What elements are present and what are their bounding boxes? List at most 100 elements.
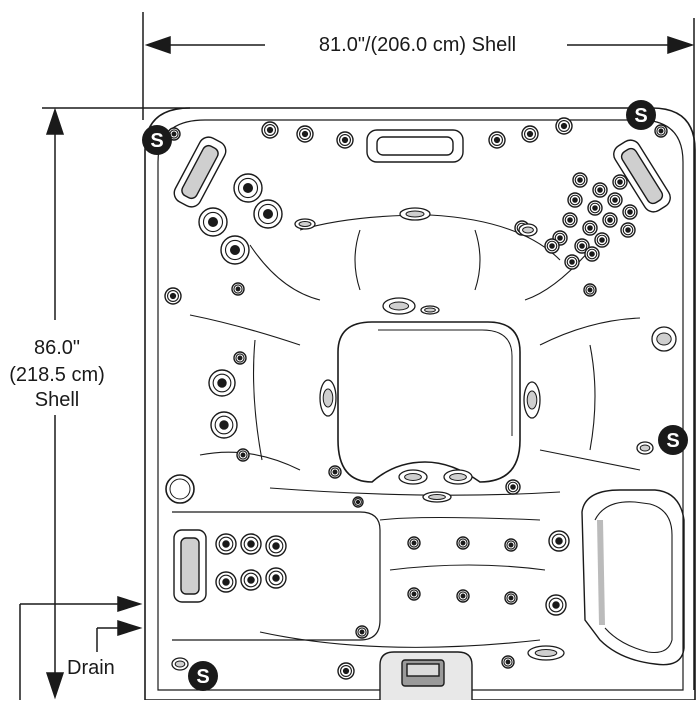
jet-ring-icon: [261, 121, 279, 139]
seat-line-mid-bottom: [269, 487, 561, 496]
seat-line-top-right: [474, 229, 481, 291]
jet-ring-icon: [240, 533, 262, 555]
height-arrow-top: [45, 107, 65, 135]
jet-ring-icon: [337, 662, 355, 680]
jet-ring-icon: [456, 589, 470, 603]
jet-ring-icon: [562, 212, 578, 228]
jet-ring-icon: [612, 174, 628, 190]
drain-label: Drain: [67, 657, 115, 679]
jet-ring-icon: [336, 131, 354, 149]
right-lounge-inner: [594, 501, 673, 654]
skimmer-group: S S S S: [142, 100, 688, 691]
jet-ring-icon: [233, 173, 263, 203]
jet-ring-icon: [602, 212, 618, 228]
oval-jet-icon: [422, 491, 452, 503]
seat-line-upper-left-diag: [249, 244, 321, 301]
shell-inner-rim: [157, 119, 684, 691]
left-lounger: [172, 511, 381, 641]
skimmer-symbol: S: [196, 666, 209, 688]
drain-leader-1-arrow: [117, 595, 143, 613]
jet-ring-icon: [265, 567, 287, 589]
oval-jet-icon: [523, 381, 541, 419]
oval-jet-icon: [171, 657, 189, 671]
jet-ring-icon: [215, 533, 237, 555]
jet-ring-icon: [582, 220, 598, 236]
headrest-pillow-icon: [173, 529, 207, 603]
jet-ring-icon: [584, 246, 600, 262]
height-label-line2: (218.5 cm): [9, 364, 105, 386]
jet-ring-icon: [583, 283, 597, 297]
jet-ring-icon: [544, 238, 560, 254]
height-arrow-bottom: [45, 672, 65, 700]
jet-ring-icon: [240, 569, 262, 591]
jet-ring-icon: [233, 351, 247, 365]
width-arrow-left: [144, 35, 171, 55]
control-panel-icon: [379, 651, 473, 700]
skimmer-symbol: S: [150, 130, 163, 152]
jet-ring-icon: [407, 587, 421, 601]
jet-ring-icon: [208, 369, 236, 397]
drain-inner-ring: [169, 478, 191, 500]
s-circle-icon: S: [658, 425, 688, 455]
jet-ring-icon: [594, 232, 610, 248]
seat-line-right-lower: [539, 449, 641, 471]
bottom-seat-line: [389, 564, 546, 571]
oval-jet-icon: [518, 223, 538, 237]
headrest-pillow-icon: [613, 139, 671, 213]
jet-ring-icon: [505, 479, 521, 495]
jet-ring-icon: [220, 235, 250, 265]
jet-ring-icon: [198, 207, 228, 237]
jet-ring-icon: [572, 172, 588, 188]
oval-jet-icon: [651, 326, 677, 352]
dimension-lines: [19, 12, 695, 700]
skimmer-symbol: S: [666, 430, 679, 452]
spa-shell: [144, 107, 696, 701]
jet-ring-icon: [253, 199, 283, 229]
bottom-front-curve: [259, 631, 541, 648]
oval-jet-icon: [399, 207, 431, 221]
oval-jet-icon: [382, 297, 416, 315]
seat-line-left-lower: [199, 451, 301, 471]
jet-ring-icon: [620, 222, 636, 238]
skimmer-symbol: S: [634, 105, 647, 127]
headrest-pillow-icon: [173, 136, 227, 208]
jet-ring-icon: [592, 182, 608, 198]
jet-ring-icon: [352, 496, 364, 508]
jet-ring-icon: [545, 594, 567, 616]
jet-ring-icon: [521, 125, 539, 143]
seat-line-left-mid: [252, 339, 263, 461]
jet-ring-icon: [231, 282, 245, 296]
jet-ring-icon: [548, 530, 570, 552]
oval-jet-icon: [636, 441, 654, 455]
oval-jet-icon: [443, 469, 473, 485]
jet-ring-icon: [164, 287, 182, 305]
height-label-line1: 86.0": [33, 337, 81, 359]
oval-jet-icon: [527, 645, 565, 661]
seat-line-top-left: [354, 229, 361, 291]
s-circle-icon: S: [626, 100, 656, 130]
jet-ring-icon: [567, 192, 583, 208]
width-arrow-right: [667, 35, 695, 55]
s-circle-icon: S: [188, 661, 218, 691]
seat-line-upper-right-diag: [524, 249, 591, 301]
left-lounger-divider: [379, 517, 541, 521]
width-label: 81.0"/(206.0 cm) Shell: [318, 34, 517, 56]
pillows: [173, 129, 671, 603]
seat-line-right-mid: [589, 344, 596, 451]
jet-ring-icon: [654, 124, 668, 138]
jet-ring-icon: [504, 591, 518, 605]
oval-jet-icon: [420, 305, 440, 315]
jet-ring-icon: [555, 117, 573, 135]
jet-ring-icon: [574, 238, 590, 254]
headrest-pillow-icon: [366, 129, 464, 163]
jet-ring-icon: [504, 538, 518, 552]
jet-ring-icon: [210, 411, 238, 439]
jet-ring-icon: [607, 192, 623, 208]
oval-jet-icon: [294, 218, 316, 230]
height-label-line3: Shell: [34, 389, 80, 411]
seat-line-left-upper: [189, 314, 301, 346]
jet-ring-icon: [236, 448, 250, 462]
jet-ring-icon: [501, 655, 515, 669]
